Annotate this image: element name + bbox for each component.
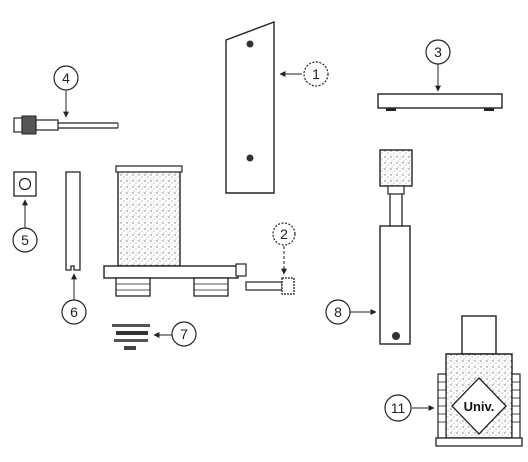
part-8-column bbox=[379, 149, 413, 345]
part-11-vise: Univ. bbox=[435, 315, 523, 447]
callout-6: 6 bbox=[61, 273, 87, 325]
part-2-bolt bbox=[245, 277, 295, 295]
callout-6-label: 6 bbox=[70, 304, 78, 320]
part-6-thin-bar bbox=[65, 171, 81, 271]
part-5-clamp-block bbox=[13, 171, 37, 197]
left-knob bbox=[115, 277, 151, 297]
callout-11-label: 11 bbox=[391, 400, 406, 416]
right-knob bbox=[193, 277, 229, 297]
callout-3: 3 bbox=[425, 39, 451, 92]
univ-badge bbox=[451, 377, 507, 435]
callout-1-label: 1 bbox=[312, 66, 320, 82]
assembly-base bbox=[103, 265, 239, 279]
column-screw-icon bbox=[392, 332, 400, 340]
callout-8: 8 bbox=[325, 299, 377, 325]
callout-5-label: 5 bbox=[21, 232, 29, 248]
callout-2-label: 2 bbox=[280, 226, 288, 242]
univ-badge-label: Univ. bbox=[464, 399, 495, 414]
part-1-plate bbox=[225, 20, 275, 194]
callout-5: 5 bbox=[12, 199, 38, 253]
callout-4-label: 4 bbox=[62, 70, 70, 86]
callout-1: 1 bbox=[279, 61, 329, 87]
callout-3-label: 3 bbox=[434, 44, 442, 60]
callout-8-label: 8 bbox=[334, 304, 342, 320]
callout-2: 2 bbox=[272, 222, 296, 275]
part-3-base-bar bbox=[377, 93, 503, 111]
screw-top-icon bbox=[246, 40, 254, 48]
screw-bottom-icon bbox=[246, 154, 254, 162]
callout-7: 7 bbox=[153, 321, 197, 347]
part-7-label-plate bbox=[112, 324, 150, 350]
callout-7-label: 7 bbox=[180, 326, 188, 342]
main-assembly bbox=[103, 165, 247, 297]
part-4-cable bbox=[13, 115, 119, 135]
callout-11: 11 bbox=[384, 394, 435, 422]
callout-4: 4 bbox=[53, 65, 79, 118]
speckled-block bbox=[117, 169, 181, 267]
